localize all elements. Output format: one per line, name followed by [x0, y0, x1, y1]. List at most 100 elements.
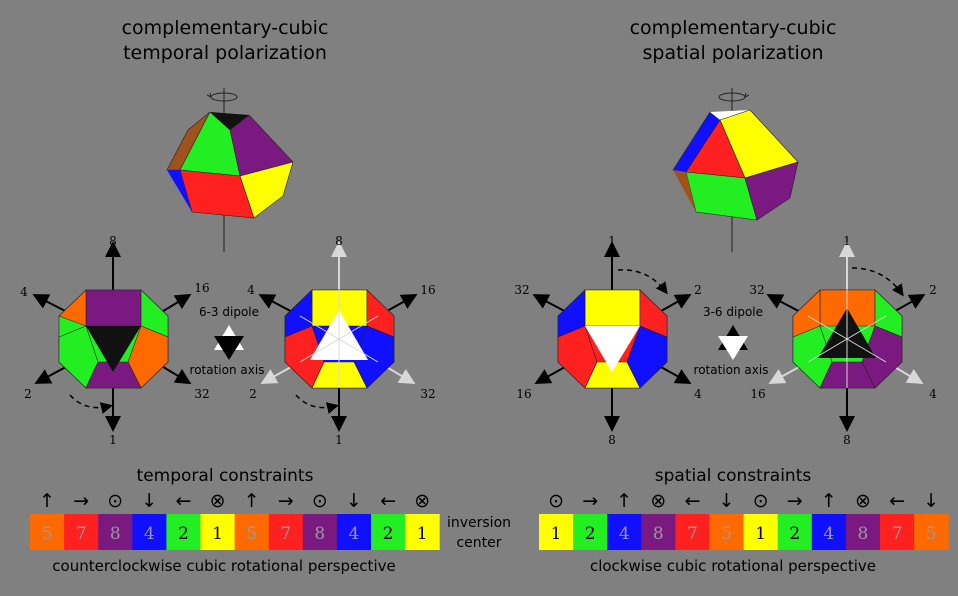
left-strip-cell: 5↑ — [30, 490, 65, 550]
right-a-label-upper-left: 32 — [514, 283, 529, 297]
right-constraints-label: spatial constraints — [654, 466, 812, 486]
left-strip-cell: 8⊙ — [98, 490, 133, 550]
left-strip-cell: 4↓ — [336, 490, 372, 550]
left-strip-color-block — [30, 514, 65, 550]
left-perspective-label: counterclockwise cubic rotational perspe… — [52, 557, 396, 575]
right-strip-value: 7 — [687, 524, 698, 544]
right-strip-cell: 2→ — [777, 490, 813, 550]
left-constraint-strip: 5↑7→8⊙4↓2←1⊗5↑7→8⊙4↓2←1⊗ — [30, 490, 440, 550]
right-strip-value: 4 — [823, 524, 834, 544]
right-strip-value: 5 — [721, 524, 732, 544]
left-b-label-top: 8 — [335, 234, 343, 248]
right-strip-value: 2 — [585, 524, 596, 544]
right-strip-value: 1 — [755, 524, 766, 544]
right-axis-label: rotation axis — [694, 363, 769, 377]
right-strip-cell: 7← — [675, 490, 710, 550]
right-strip-direction-icon: ⊙ — [548, 490, 564, 512]
right-b-label-upper-right: 2 — [929, 283, 937, 297]
left-strip-direction-icon: ⊙ — [312, 490, 328, 512]
left-strip-cell: 7→ — [268, 490, 304, 550]
left-a-label-upper-right: 16 — [194, 281, 209, 295]
left-strip-cell: 1⊗ — [405, 490, 440, 550]
right-dipole-label: 3-6 dipole — [703, 305, 763, 319]
right-strip-cell: 8⊗ — [845, 490, 881, 550]
right-strip-value: 2 — [789, 524, 800, 544]
left-dipole-label: 6-3 dipole — [199, 305, 259, 319]
left-strip-color-block — [302, 514, 338, 550]
left-strip-value: 7 — [280, 524, 291, 544]
left-strip-cell: 8⊙ — [302, 490, 338, 550]
right-strip-direction-icon: ⊗ — [650, 490, 666, 512]
left-strip-value: 4 — [144, 524, 155, 544]
inversion-center-line2: center — [456, 535, 502, 551]
left-a-label-lower-right: 32 — [194, 387, 209, 401]
left-strip-color-block — [98, 514, 133, 550]
left-strip-color-block — [268, 514, 304, 550]
left-strip-direction-icon: ↓ — [346, 490, 362, 512]
right-perspective-label: clockwise cubic rotational perspective — [589, 557, 877, 575]
right-strip-color-block — [880, 514, 915, 550]
left-strip-direction-icon: ↑ — [244, 490, 260, 512]
left-strip-direction-icon: → — [73, 490, 89, 512]
left-strip-color-block — [336, 514, 372, 550]
left-strip-color-block — [132, 514, 167, 550]
right-strip-direction-icon: ↓ — [923, 490, 939, 512]
right-strip-direction-icon: ↓ — [719, 490, 735, 512]
right-strip-color-block — [709, 514, 745, 550]
left-b-label-lower-right: 32 — [420, 387, 435, 401]
right-strip-color-block — [777, 514, 813, 550]
right-strip-color-block — [573, 514, 608, 550]
right-strip-cell: 5↓ — [914, 490, 949, 550]
right-a-label-lower-right: 4 — [694, 387, 702, 401]
right-dipole-icon — [718, 325, 748, 360]
inversion-center-line1: inversion — [446, 515, 512, 531]
right-title: complementary-cubic spatial polarization — [573, 16, 893, 66]
right-constraint-strip: 1⊙2→4↑8⊗7←5↓1⊙2→4↑8⊗7←5↓ — [539, 490, 949, 550]
left-b-label-bottom: 1 — [335, 433, 343, 447]
left-strip-value: 1 — [417, 524, 428, 544]
right-strip-color-block — [811, 514, 847, 550]
left-title-line1: complementary-cubic — [121, 17, 329, 39]
right-a-label-top: 1 — [608, 234, 616, 248]
right-strip-value: 8 — [858, 524, 869, 544]
left-title-line2: temporal polarization — [123, 42, 327, 64]
right-strip-direction-icon: ← — [889, 490, 905, 512]
left-a-label-bottom: 1 — [109, 433, 117, 447]
left-strip-color-block — [371, 514, 406, 550]
right-strip-value: 4 — [619, 524, 630, 544]
right-title-line2: spatial polarization — [642, 42, 824, 64]
left-strip-cell: 5↑ — [234, 490, 270, 550]
right-strip-color-block — [743, 514, 779, 550]
right-strip-cell: 5↓ — [709, 490, 745, 550]
right-strip-cell: 4↑ — [811, 490, 847, 550]
left-axis-label: rotation axis — [190, 363, 265, 377]
left-b-label-upper-left: 4 — [247, 283, 255, 297]
left-strip-value: 8 — [314, 524, 325, 544]
right-strip-color-block — [914, 514, 949, 550]
left-strip-cell: 4↓ — [132, 490, 167, 550]
right-b-label-lower-left: 16 — [750, 387, 765, 401]
right-a-label-bottom: 8 — [608, 433, 616, 447]
right-strip-value: 1 — [551, 524, 562, 544]
right-strip-color-block — [539, 514, 574, 550]
left-constraints-label: temporal constraints — [136, 466, 314, 486]
right-b-label-bottom: 8 — [843, 433, 851, 447]
right-strip-cell: 1⊙ — [539, 490, 574, 550]
left-strip-cell: 7→ — [64, 490, 99, 550]
left-strip-cell: 2← — [166, 490, 201, 550]
left-a-label-upper-left: 4 — [20, 285, 28, 299]
right-strip-cell: 4↑ — [607, 490, 642, 550]
right-strip-value: 8 — [653, 524, 664, 544]
left-strip-cell: 1⊗ — [200, 490, 236, 550]
right-strip-color-block — [845, 514, 881, 550]
left-strip-color-block — [405, 514, 440, 550]
left-strip-direction-icon: ↓ — [141, 490, 157, 512]
right-solid-a — [532, 241, 692, 432]
right-strip-color-block — [607, 514, 642, 550]
left-strip-value: 1 — [212, 524, 223, 544]
right-a-label-upper-right: 2 — [694, 283, 702, 297]
left-strip-direction-icon: ← — [175, 490, 191, 512]
right-strip-cell: 7← — [880, 490, 915, 550]
left-strip-value: 4 — [349, 524, 360, 544]
